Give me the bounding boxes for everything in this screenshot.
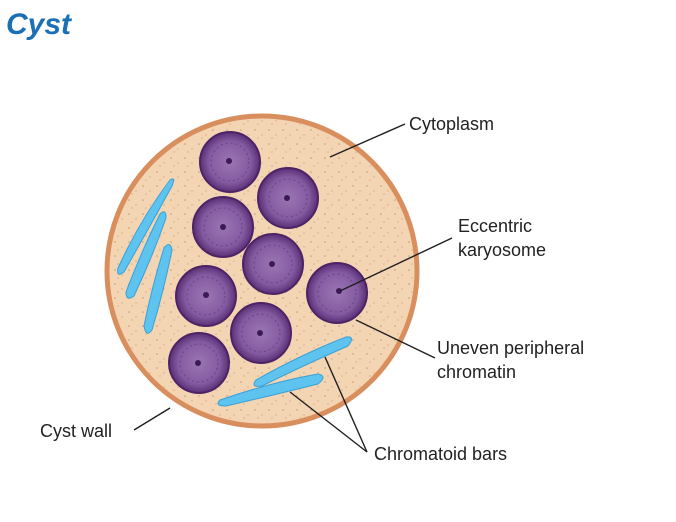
cytoplasm-label: Cytoplasm xyxy=(409,114,494,134)
nucleus-eccentric xyxy=(306,262,368,324)
eccentric-karyosome-label-line1: Eccentric xyxy=(458,216,532,236)
chromatoid-bar xyxy=(143,244,173,334)
eccentric-karyosome-label-line2: karyosome xyxy=(458,240,546,260)
chromatin-label-line2: chromatin xyxy=(437,362,516,382)
nucleus xyxy=(257,167,319,229)
chromatoid-bar xyxy=(217,373,324,407)
nucleus xyxy=(168,332,230,394)
chromatoid-bar xyxy=(125,211,167,299)
chromatin-leader xyxy=(355,319,436,359)
cyst-wall-label: Cyst wall xyxy=(40,421,112,441)
cyst-wall-leader xyxy=(133,407,171,431)
nuclei xyxy=(168,131,368,394)
chromatoid-bars-label: Chromatoid bars xyxy=(374,444,507,464)
nucleus xyxy=(242,233,304,295)
cytoplasm-leader xyxy=(329,123,406,158)
nucleus xyxy=(199,131,261,193)
chromatoid-leader-2 xyxy=(289,391,368,453)
chromatoid-bars-bottom xyxy=(217,336,352,407)
nucleus xyxy=(230,302,292,364)
nucleus xyxy=(192,196,254,258)
karyosome-leader xyxy=(339,237,453,292)
nucleus xyxy=(175,265,237,327)
chromatoid-bar xyxy=(117,178,175,275)
diagram-title: Cyst xyxy=(6,8,72,41)
chromatoid-leader-1 xyxy=(324,356,368,453)
chromatin-label-line1: Uneven peripheral xyxy=(437,338,584,358)
chromatoid-bar xyxy=(253,336,352,387)
chromatoid-bars-left xyxy=(117,178,175,334)
eccentric-karyosome xyxy=(336,288,342,294)
